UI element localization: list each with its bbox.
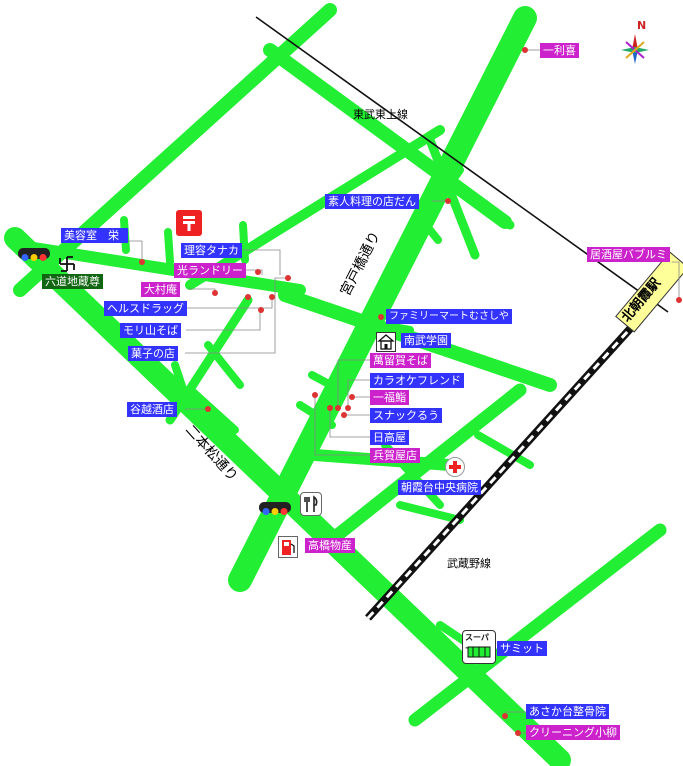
label-biyoshitsu[interactable]: 美容室 栄 [61, 228, 128, 243]
label-omuraan[interactable]: 大村庵 [141, 282, 180, 297]
label-asaka-seikotsu[interactable]: あさか台整骨院 [526, 704, 609, 719]
label-nanbu[interactable]: 南武学園 [401, 333, 451, 348]
label-ippuku[interactable]: 一福鮨 [370, 390, 409, 405]
location-pins [139, 47, 682, 736]
label-ichiriki[interactable]: 一利喜 [540, 43, 579, 58]
label-bubblemi[interactable]: 居酒屋バブルミ [587, 247, 670, 262]
label-hikari[interactable]: 光ランドリー [174, 263, 246, 278]
railway-tobu-tojo [255, 16, 669, 313]
jizo-icon [58, 255, 76, 273]
compass-north-letter: N [637, 19, 647, 32]
label-hidakaya[interactable]: 日高屋 [370, 430, 409, 445]
label-health[interactable]: ヘルスドラッグ [104, 301, 187, 316]
label-tanaka[interactable]: 理容タナカ [181, 243, 242, 258]
station-kitaasaka [615, 251, 683, 333]
railway-label-musashino: 武蔵野線 [447, 557, 491, 570]
label-moriyama[interactable]: モリ山そば [120, 323, 181, 338]
post-office-icon [176, 210, 202, 236]
restaurant-icon [300, 492, 322, 516]
road-network [4, 3, 667, 766]
school-icon [376, 332, 396, 352]
label-karaoke[interactable]: カラオケフレンド [370, 373, 464, 388]
gas-station-icon [278, 536, 298, 558]
label-mantoraga[interactable]: 萬留賀そば [370, 353, 431, 368]
compass-icon: N [620, 19, 650, 64]
traffic-light-icon [259, 502, 291, 515]
railway-label-tobu-tojo: 東武東上線 [353, 108, 408, 121]
label-danh[interactable]: 素人料理の店だん [325, 194, 419, 209]
railway-musashino [365, 317, 641, 621]
label-hospital[interactable]: 朝霞台中央病院 [398, 480, 481, 495]
traffic-light-icon [18, 248, 50, 261]
label-kashi[interactable]: 菓子の店 [128, 346, 178, 361]
label-snack[interactable]: スナックるう [370, 408, 442, 423]
label-summit[interactable]: サミット [497, 641, 547, 656]
label-rokudo[interactable]: 六道地蔵尊 [42, 274, 103, 289]
label-takahashi[interactable]: 高橋物産 [305, 538, 355, 553]
hospital-icon [445, 457, 465, 477]
label-famima[interactable]: ファミリーマートむさしや [386, 309, 512, 324]
label-koyanagi[interactable]: クリーニング小柳 [526, 725, 620, 740]
leader-lines [120, 49, 680, 734]
supermarket-icon: スーパー [462, 630, 496, 664]
label-hyogaya[interactable]: 兵賀屋店 [370, 448, 420, 463]
label-tanigoe[interactable]: 谷越酒店 [127, 402, 177, 417]
